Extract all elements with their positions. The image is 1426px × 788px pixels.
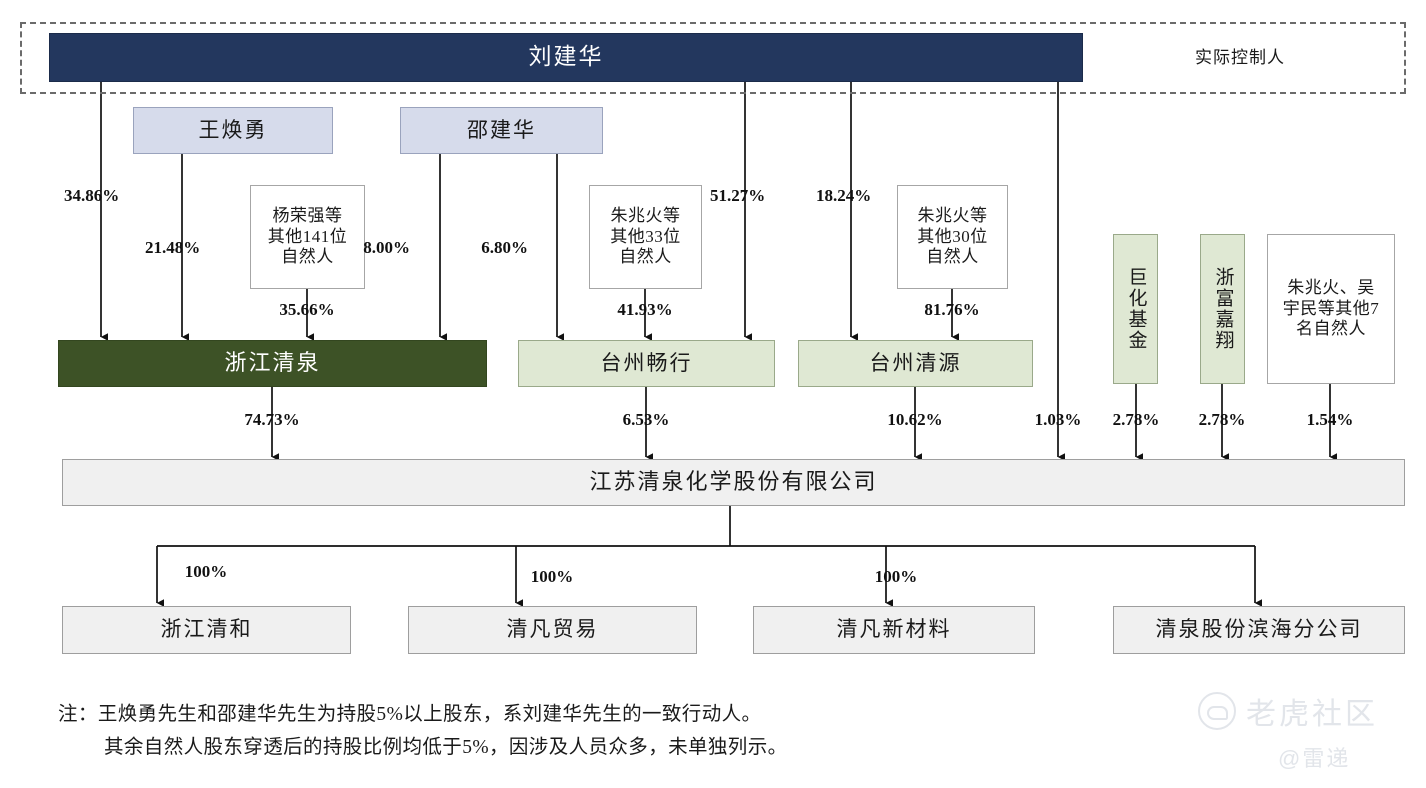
node-subsidiary-binhai-branch[interactable]: 清泉股份滨海分公司 — [1113, 606, 1405, 654]
node-holding-zhejiang-qingquan[interactable]: 浙江清泉 — [58, 340, 487, 387]
node-person-wang-label: 王焕勇 — [198, 117, 268, 142]
node-natural-group-zhu33[interactable]: 朱兆火等 其他33位 自然人 — [589, 185, 702, 289]
node-subsidiary-qingfan-newmaterial[interactable]: 清凡新材料 — [753, 606, 1035, 654]
pct-wang-to-zhejiangqingquan: 21.48% — [145, 238, 201, 257]
watermark-handle: @雷递 — [1278, 746, 1351, 771]
pct-zhu7-to-main: 1.54% — [1306, 410, 1354, 429]
pct-shao-to-zhejiangqingquan: 8.00% — [363, 238, 410, 257]
pct-main-to-sub1: 100% — [184, 562, 228, 581]
watermark-brand: 老虎社区 — [1198, 689, 1378, 733]
node-fund-juhua-label: 巨化基金 — [1125, 267, 1147, 351]
node-main-company[interactable]: 江苏清泉化学股份有限公司 — [62, 459, 1405, 506]
pct-zhu33-to-taizhouchangxing: 41.93% — [617, 300, 673, 319]
tiger-logo-icon — [1198, 692, 1236, 730]
pct-zhu30-to-taizhouqingyuan: 81.76% — [924, 300, 980, 319]
footnote-prefix: 注： — [58, 704, 98, 725]
pct-juhua-to-main: 2.78% — [1112, 410, 1160, 429]
pct-yang141-to-zhejiangqingquan: 35.66% — [279, 300, 335, 319]
node-fund-zhefu-label: 浙富嘉翔 — [1212, 267, 1234, 351]
footnote-text-2: 其余自然人股东穿透后的持股比例均低于5%，因涉及人员众多，未单独列示。 — [104, 737, 788, 758]
node-controller-label: 刘建华 — [528, 44, 604, 70]
pct-liu-to-taizhouqingyuan: 18.24% — [816, 186, 872, 205]
pct-main-to-sub3: 100% — [874, 567, 918, 586]
node-holding-taizhou-qingyuan[interactable]: 台州清源 — [798, 340, 1033, 387]
node-fund-zhefu[interactable]: 浙富嘉翔 — [1200, 234, 1245, 384]
pct-zhefu-to-main: 2.78% — [1198, 410, 1246, 429]
node-person-wang[interactable]: 王焕勇 — [133, 107, 333, 154]
node-person-shao-label: 邵建华 — [467, 117, 536, 142]
node-subsidiary-qingfan-trade[interactable]: 清凡贸易 — [408, 606, 697, 654]
node-person-shao[interactable]: 邵建华 — [400, 107, 603, 154]
pct-shao-to-taizhouchangxing: 6.80% — [481, 238, 528, 257]
node-natural-group-yang141[interactable]: 杨荣强等 其他141位 自然人 — [250, 185, 365, 289]
node-main-company-label: 江苏清泉化学股份有限公司 — [589, 469, 878, 495]
footnote-text-1: 王焕勇先生和邵建华先生为持股5%以上股东，系刘建华先生的一致行动人。 — [97, 704, 762, 725]
pct-liu-to-main: 1.03% — [1034, 410, 1082, 429]
node-natural-group-zhu7[interactable]: 朱兆火、吴 宇民等其他7 名自然人 — [1267, 234, 1395, 384]
pct-taizhouqingyuan-to-main: 10.62% — [887, 410, 943, 429]
pct-taizhouchangxing-to-main: 6.53% — [622, 410, 670, 429]
pct-zhejiangqingquan-to-main: 74.73% — [244, 410, 300, 429]
actual-controller-frame — [20, 22, 1406, 94]
node-subsidiary-zhejiang-qinghe[interactable]: 浙江清和 — [62, 606, 351, 654]
node-holding-taizhou-changxing[interactable]: 台州畅行 — [518, 340, 775, 387]
pct-liu-to-taizhouchangxing: 51.27% — [710, 186, 766, 205]
pct-main-to-sub2: 100% — [530, 567, 574, 586]
node-fund-juhua[interactable]: 巨化基金 — [1113, 234, 1158, 384]
footnote-line-1: 注：王焕勇先生和邵建华先生为持股5%以上股东，系刘建华先生的一致行动人。 — [58, 698, 761, 731]
node-controller[interactable]: 刘建华 — [49, 33, 1083, 82]
pct-liu-to-zhejiangqingquan: 34.86% — [64, 186, 120, 205]
footnote-line-2: 其余自然人股东穿透后的持股比例均低于5%，因涉及人员众多，未单独列示。 — [58, 731, 788, 764]
actual-controller-label: 实际控制人 — [1195, 47, 1285, 67]
watermark-brand-text: 老虎社区 — [1246, 698, 1378, 731]
node-natural-group-zhu30[interactable]: 朱兆火等 其他30位 自然人 — [897, 185, 1008, 289]
